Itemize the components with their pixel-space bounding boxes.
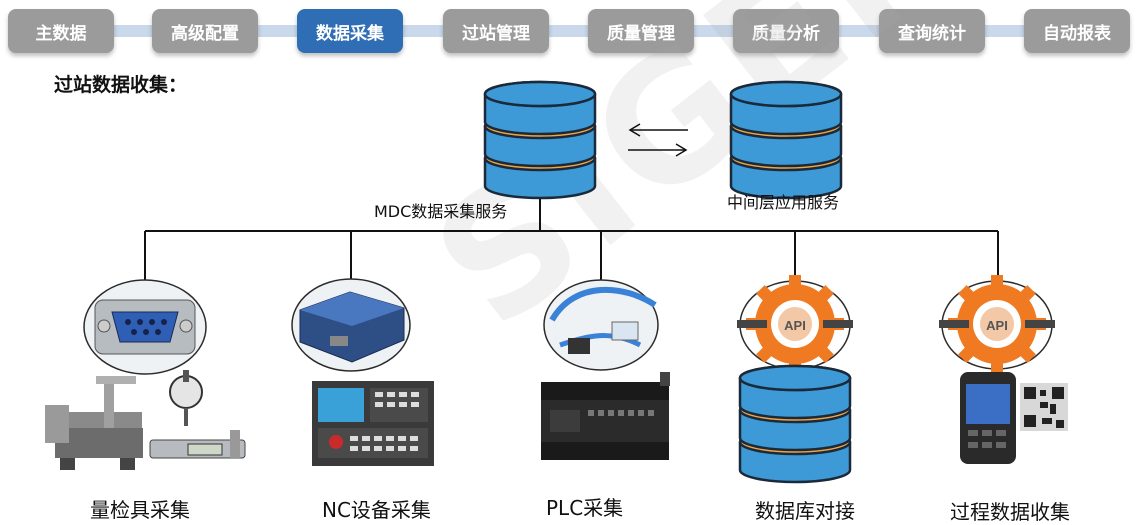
tab-quality-management[interactable]: 质量管理: [588, 9, 694, 53]
caption-nc-collection: NC设备采集: [322, 498, 431, 522]
api-label: API: [784, 318, 806, 333]
section-title: 过站数据收集：: [54, 74, 188, 96]
device-circle-nc: [291, 278, 411, 372]
mdc-server-label: MDC数据采集服务: [374, 202, 508, 221]
device-circle-process-api: [939, 275, 1055, 373]
middleware-server-label: 中间层应用服务: [727, 193, 840, 212]
device-circle-plc: [543, 279, 659, 371]
nc-controller-icon: [312, 381, 434, 466]
measuring-gauge-icon: [45, 370, 246, 470]
tab-station-management[interactable]: 过站管理: [443, 9, 549, 53]
caption-gauge-collection: 量检具采集: [90, 498, 190, 522]
handheld-scanner-icon: [960, 372, 1016, 464]
caption-database-docking: 数据库对接: [755, 499, 855, 523]
device-circle-gauge: [83, 279, 207, 375]
caption-plc-collection: PLC采集: [546, 496, 624, 520]
bidirectional-arrow-icon: [628, 123, 688, 157]
tab-advanced-config[interactable]: 高级配置: [152, 9, 258, 53]
caption-process-data: 过程数据收集: [950, 500, 1070, 524]
tab-auto-report[interactable]: 自动报表: [1024, 9, 1130, 53]
plc-module-icon: [541, 372, 670, 460]
tab-data-collection[interactable]: 数据采集: [297, 9, 403, 53]
middleware-server-icon: [731, 82, 841, 198]
database-icon: [740, 366, 850, 482]
api-label: API: [986, 318, 1008, 333]
tab-quality-analysis[interactable]: 质量分析: [733, 9, 839, 53]
mdc-server-icon: [485, 82, 595, 198]
qr-code-icon: [1020, 383, 1068, 431]
tab-master-data[interactable]: 主数据: [8, 9, 114, 53]
tab-query-statistics[interactable]: 查询统计: [879, 9, 985, 53]
